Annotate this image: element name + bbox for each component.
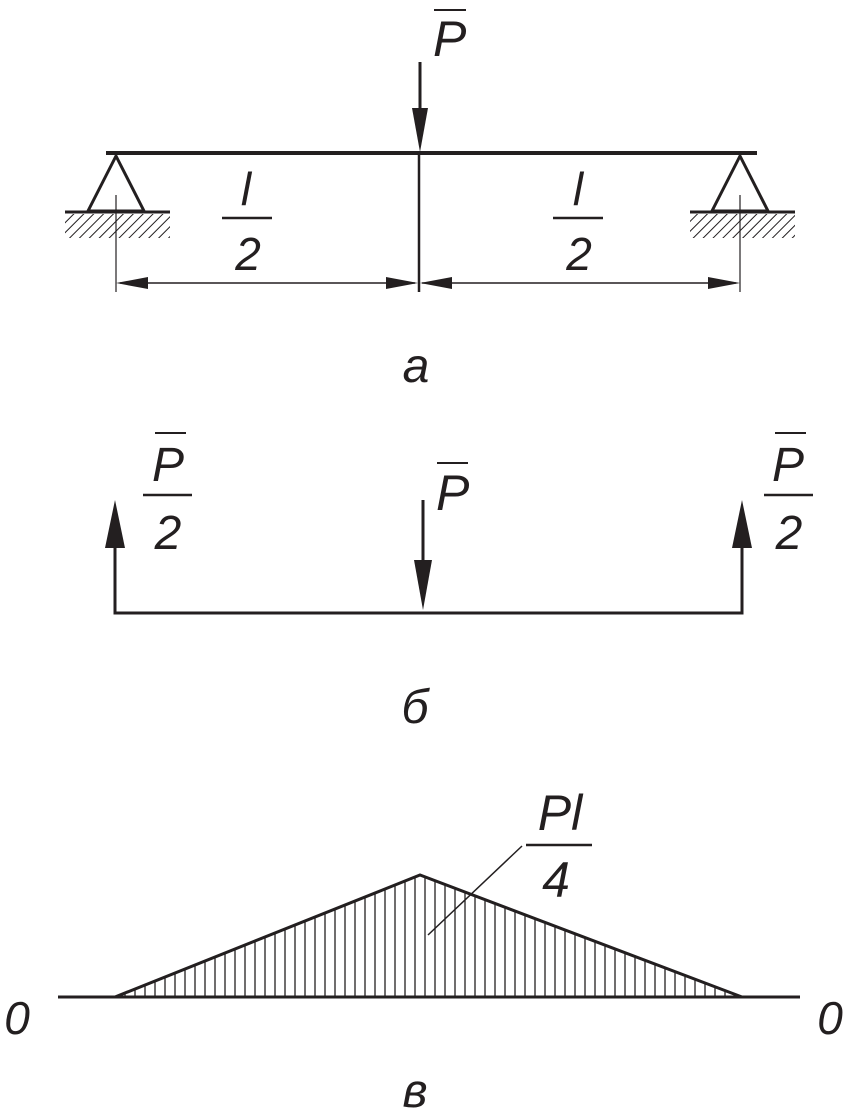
left-reaction-denominator: 2 bbox=[154, 507, 182, 560]
right-dimension-line bbox=[420, 277, 740, 289]
left-zero-label: 0 bbox=[4, 992, 30, 1044]
moment-diagram-outline bbox=[114, 873, 743, 999]
load-symbol: P bbox=[433, 11, 467, 67]
right-reaction-arrow bbox=[732, 500, 752, 548]
right-zero-label: 0 bbox=[817, 992, 843, 1044]
load-arrow-down bbox=[412, 62, 428, 152]
peak-numerator: Pl bbox=[538, 785, 584, 841]
left-reaction-arrow bbox=[105, 500, 125, 548]
peak-leader-line bbox=[427, 845, 523, 936]
left-ground-hatch bbox=[65, 214, 170, 238]
left-dimension-line bbox=[116, 277, 418, 289]
left-span-numerator: l bbox=[241, 163, 253, 215]
right-span-numerator: l bbox=[573, 163, 585, 215]
free-body-beam bbox=[113, 548, 744, 615]
center-load-arrow bbox=[414, 500, 432, 610]
panel-b-label: б bbox=[402, 681, 431, 734]
panel-c-moment-diagram: Pl 4 0 0 в bbox=[4, 785, 843, 1117]
panel-a-beam-scheme: P l 2 l 2 а bbox=[65, 9, 795, 393]
right-reaction-denominator: 2 bbox=[775, 507, 803, 560]
panel-c-label: в bbox=[402, 1065, 427, 1117]
left-reaction-numerator: P bbox=[152, 439, 184, 492]
right-ground-hatch bbox=[690, 214, 795, 238]
moment-hatch-fill bbox=[115, 875, 742, 997]
right-span-denominator: 2 bbox=[565, 228, 592, 280]
panel-b-free-body: P P 2 P 2 б bbox=[105, 432, 813, 734]
panel-a-label: а bbox=[403, 340, 430, 393]
left-span-denominator: 2 bbox=[234, 228, 261, 280]
right-pin-support bbox=[690, 152, 795, 238]
right-reaction-numerator: P bbox=[772, 439, 804, 492]
center-load-symbol: P bbox=[436, 465, 470, 521]
peak-denominator: 4 bbox=[542, 852, 570, 908]
left-pin-support bbox=[65, 152, 170, 238]
